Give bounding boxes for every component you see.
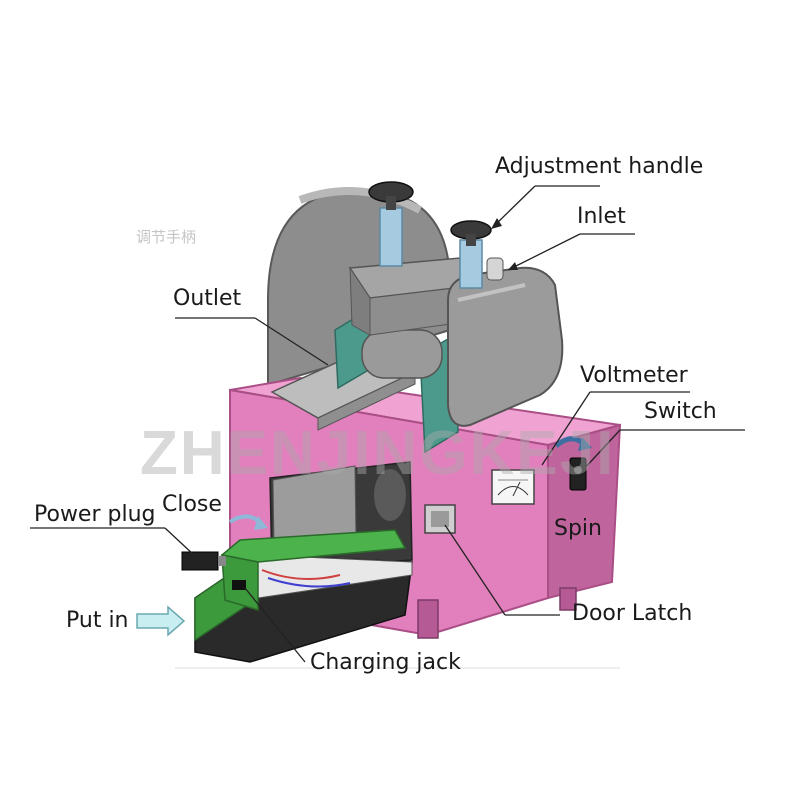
label-spin: Spin — [554, 516, 602, 541]
leader-lines — [30, 185, 745, 663]
watermark-cn: 调节手柄 — [136, 228, 197, 246]
label-inlet: Inlet — [577, 204, 626, 229]
knob-shaft-right — [459, 239, 483, 289]
knob-shaft-left — [379, 207, 403, 267]
label-outlet: Outlet — [173, 286, 242, 311]
inlet-port — [486, 257, 504, 281]
watermark-brand: ZHENJINGKEJI — [140, 419, 616, 488]
label-power-plug: Power plug — [34, 502, 156, 527]
gear-cover — [447, 266, 564, 427]
cabinet-side — [547, 423, 622, 600]
label-door-latch: Door Latch — [572, 601, 693, 626]
put-in-arrow-icon — [136, 605, 186, 637]
label-close: Close — [162, 492, 222, 517]
label-charging-jack: Charging jack — [310, 650, 461, 675]
label-voltmeter: Voltmeter — [580, 363, 688, 388]
label-put-in: Put in — [66, 608, 129, 633]
power-plug — [181, 551, 219, 571]
label-adjustment-handle: Adjustment handle — [495, 154, 704, 179]
label-switch: Switch — [644, 399, 717, 424]
